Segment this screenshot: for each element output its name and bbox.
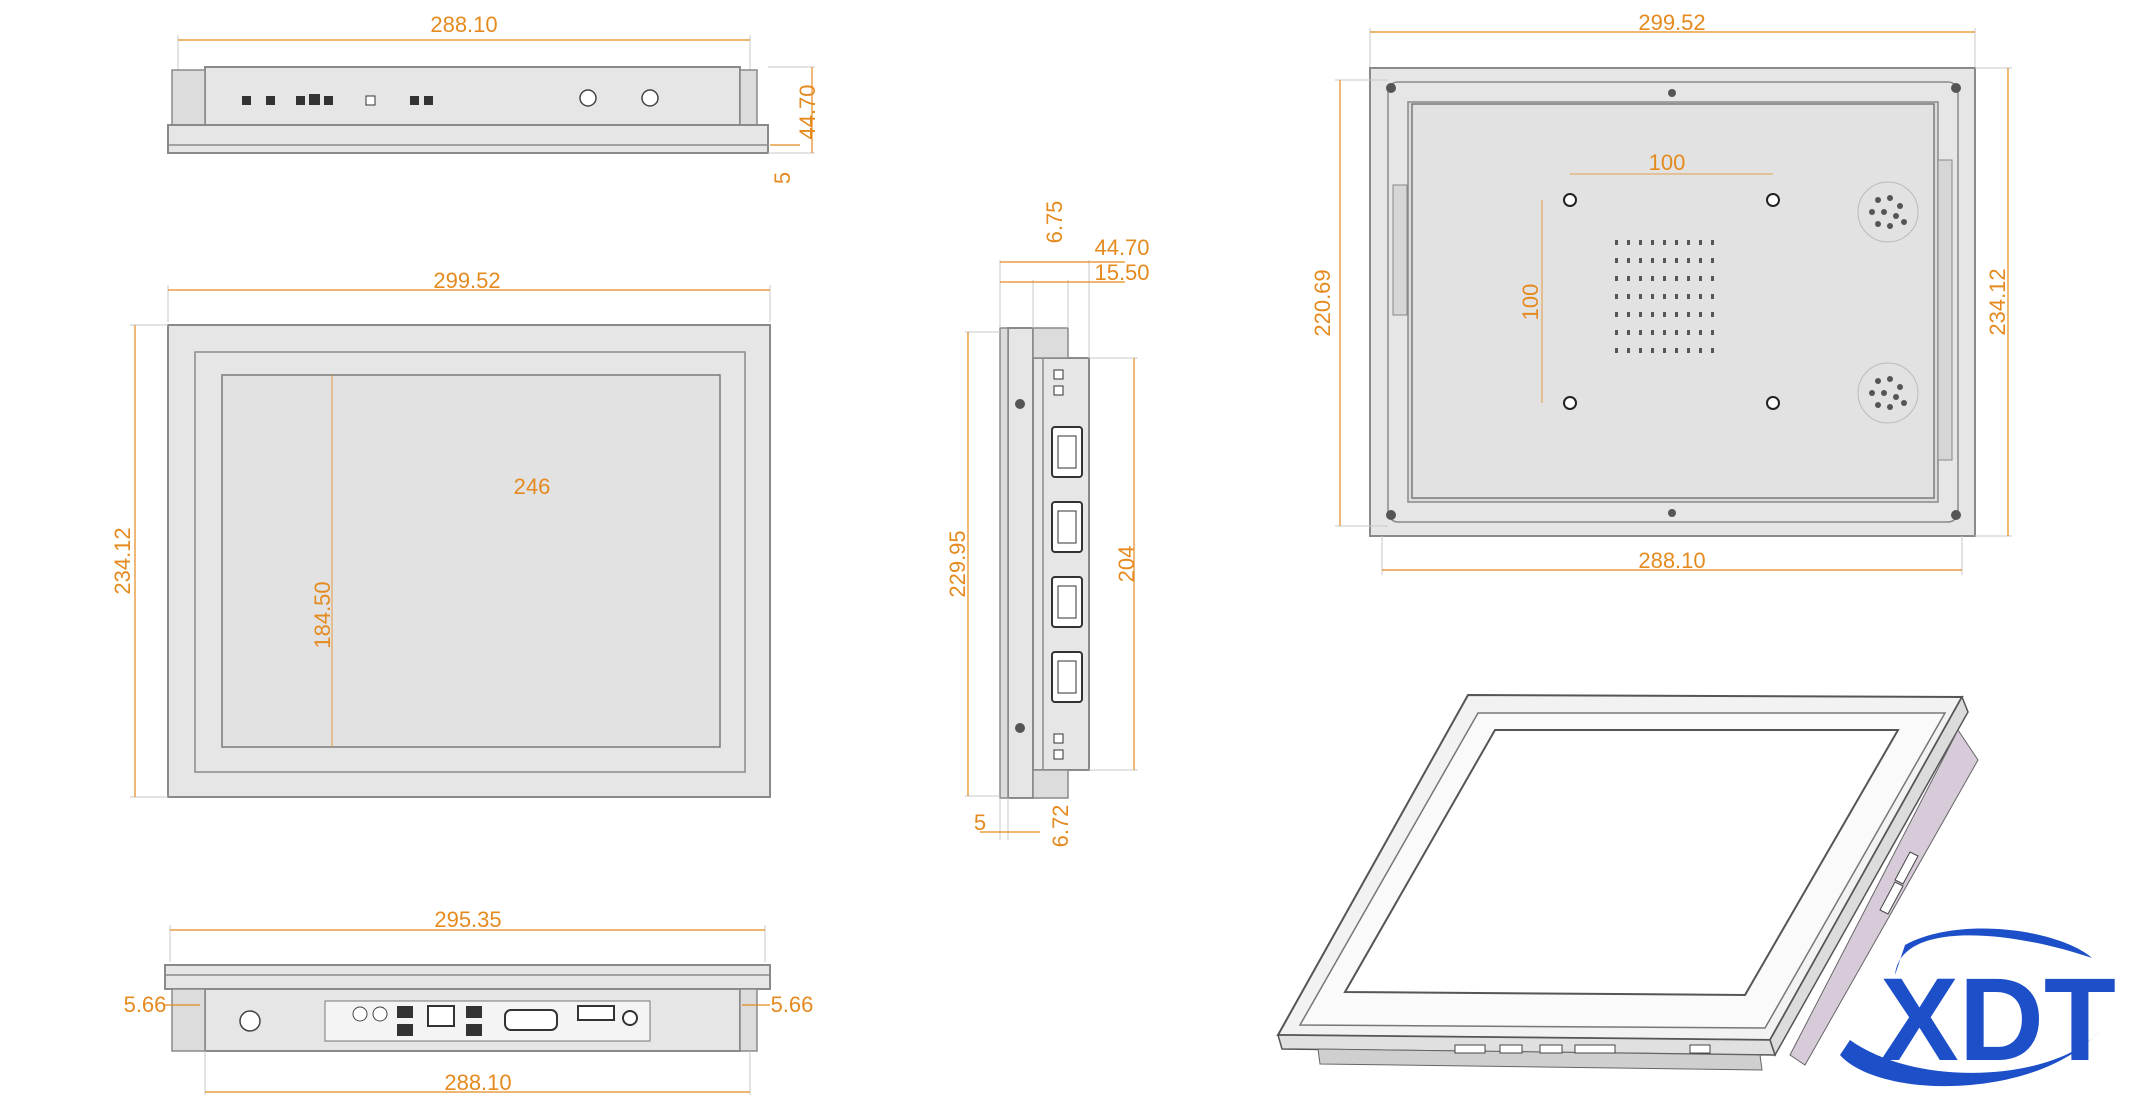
side-depth-label: 44.70 [1094, 235, 1149, 260]
back-bottom-width-label: 288.10 [1638, 548, 1705, 573]
front-screen-width-label: 246 [514, 474, 551, 499]
isometric-view [1276, 693, 1979, 1071]
back-speaker-bottom [1857, 362, 1919, 424]
side-bottom-lip-label: 5 [974, 810, 986, 835]
top-view: 288.10 44.70 5 [167, 12, 820, 184]
side-ports [1015, 369, 1083, 760]
side-bottom-small-label: 6.72 [1048, 805, 1073, 848]
bottom-right-offset-label: 5.66 [771, 992, 814, 1017]
back-cover [1411, 103, 1935, 499]
top-width-label: 288.10 [430, 12, 497, 37]
bottom-ports [239, 1000, 651, 1042]
logo-text: XDT [1880, 954, 2116, 1086]
front-height-label: 234.12 [110, 527, 135, 594]
bottom-view: 295.35 5.66 5.66 288.10 [124, 907, 814, 1095]
front-screen-height-label: 184.50 [310, 581, 335, 648]
back-speaker-top [1857, 181, 1919, 243]
front-view: 299.52 246 184.50 234.12 [110, 268, 771, 798]
back-height-label: 234.12 [1985, 268, 2010, 335]
top-ports [242, 89, 659, 107]
isometric-ports [1454, 851, 1919, 1054]
back-vesa-v-label: 100 [1518, 284, 1543, 321]
bottom-width-label: 295.35 [434, 907, 501, 932]
bottom-left-offset-label: 5.66 [124, 992, 167, 1017]
back-width-label: 299.52 [1638, 10, 1705, 35]
back-vent-grille [1615, 240, 1714, 353]
back-inner-height-label: 220.69 [1310, 269, 1335, 336]
top-lip-label: 5 [770, 172, 795, 184]
back-vesa-h-label: 100 [1649, 150, 1686, 175]
side-height-label: 229.95 [945, 530, 970, 597]
bottom-inner-width-label: 288.10 [444, 1070, 511, 1095]
front-width-label: 299.52 [433, 268, 500, 293]
side-top-small-label: 6.75 [1042, 201, 1067, 244]
side-inner-height-label: 204 [1114, 546, 1139, 583]
back-view: 299.52 100 100 [1310, 10, 2012, 575]
front-screen [221, 374, 721, 748]
xdt-logo: XDT [1840, 928, 2116, 1087]
side-inner-depth-label: 15.50 [1094, 260, 1149, 285]
side-view: 6.75 44.70 15.50 229.95 204 5 6.72 [945, 201, 1150, 848]
top-depth-label: 44.70 [795, 84, 820, 139]
